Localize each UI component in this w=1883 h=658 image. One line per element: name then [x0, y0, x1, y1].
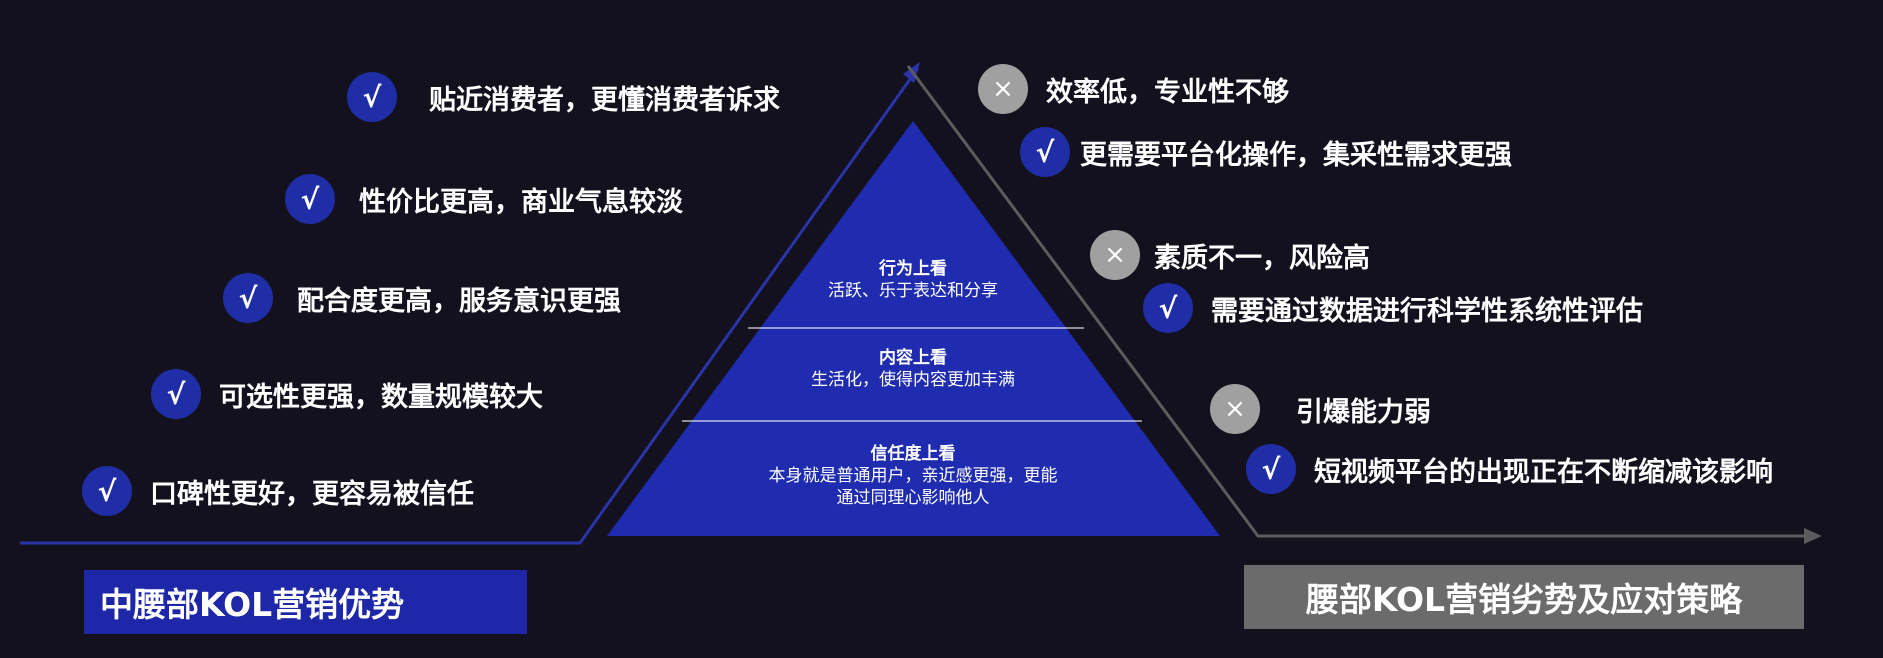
advantage-text: 可选性更强，数量规模较大 [219, 381, 543, 413]
layer-title: 行为上看 [879, 259, 947, 279]
pyramid-layer-trust: 信任度上看 本身就是普通用户，亲近感更强，更能 通过同理心影响他人 [690, 443, 1136, 509]
check-icon: √ [347, 72, 397, 122]
advantage-item-1: √ 贴近消费者，更懂消费者诉求 [347, 72, 780, 122]
left-axis-line [20, 67, 920, 545]
right-title: 腰部KOL营销劣势及应对策略 [1305, 580, 1743, 619]
check-icon: √ [1020, 127, 1070, 177]
left-title-banner: 中腰部KOL营销优势 [84, 570, 527, 634]
advantage-text: 口碑性更好，更容易被信任 [150, 478, 474, 510]
advantage-item-2: √ 性价比更高，商业气息较淡 [285, 174, 683, 224]
right-axis-arrowhead [1804, 528, 1822, 544]
cross-icon: × [1210, 384, 1260, 434]
check-icon: √ [223, 273, 273, 323]
disadvantage-item-1: × 效率低，专业性不够 [978, 64, 1289, 114]
disadvantage-item-2: × 素质不一，风险高 [1090, 230, 1370, 280]
layer-desc: 活跃、乐于表达和分享 [828, 281, 998, 301]
check-icon: √ [151, 369, 201, 419]
strategy-text: 短视频平台的出现正在不断缩减该影响 [1314, 456, 1773, 488]
right-title-banner: 腰部KOL营销劣势及应对策略 [1244, 565, 1804, 629]
right-axis-line [906, 65, 1810, 538]
pyramid-layer-content: 内容上看 生活化，使得内容更加丰满 [732, 347, 1094, 391]
disadvantage-text: 引爆能力弱 [1296, 396, 1431, 428]
strategy-text: 需要通过数据进行科学性系统性评估 [1211, 295, 1643, 327]
advantage-text: 贴近消费者，更懂消费者诉求 [429, 84, 780, 116]
strategy-text: 更需要平台化操作，集采性需求更强 [1080, 139, 1512, 171]
check-icon: √ [1143, 283, 1193, 333]
strategy-item-3: √ 短视频平台的出现正在不断缩减该影响 [1246, 444, 1773, 494]
advantage-item-5: √ 口碑性更好，更容易被信任 [82, 466, 474, 516]
check-icon: √ [82, 466, 132, 516]
left-title: 中腰部KOL营销优势 [100, 585, 405, 624]
cross-icon: × [1090, 230, 1140, 280]
strategy-item-2: √ 需要通过数据进行科学性系统性评估 [1143, 283, 1643, 333]
advantage-item-3: √ 配合度更高，服务意识更强 [223, 273, 621, 323]
advantage-item-4: √ 可选性更强，数量规模较大 [151, 369, 543, 419]
disadvantage-text: 效率低，专业性不够 [1046, 76, 1289, 108]
cross-icon: × [978, 64, 1028, 114]
strategy-item-1: √ 更需要平台化操作，集采性需求更强 [1020, 127, 1512, 177]
disadvantage-text: 素质不一，风险高 [1154, 242, 1370, 274]
layer-desc: 通过同理心影响他人 [836, 488, 990, 508]
check-icon: √ [1246, 444, 1296, 494]
layer-desc: 本身就是普通用户，亲近感更强，更能 [768, 466, 1058, 486]
layer-desc: 生活化，使得内容更加丰满 [811, 370, 1015, 390]
advantage-text: 配合度更高，服务意识更强 [297, 285, 621, 317]
layer-title: 信任度上看 [870, 444, 956, 464]
advantage-text: 性价比更高，商业气息较淡 [359, 186, 683, 218]
layer-title: 内容上看 [879, 348, 947, 368]
disadvantage-item-3: × 引爆能力弱 [1210, 384, 1431, 434]
check-icon: √ [285, 174, 335, 224]
pyramid-layer-behavior: 行为上看 活跃、乐于表达和分享 [763, 258, 1063, 302]
